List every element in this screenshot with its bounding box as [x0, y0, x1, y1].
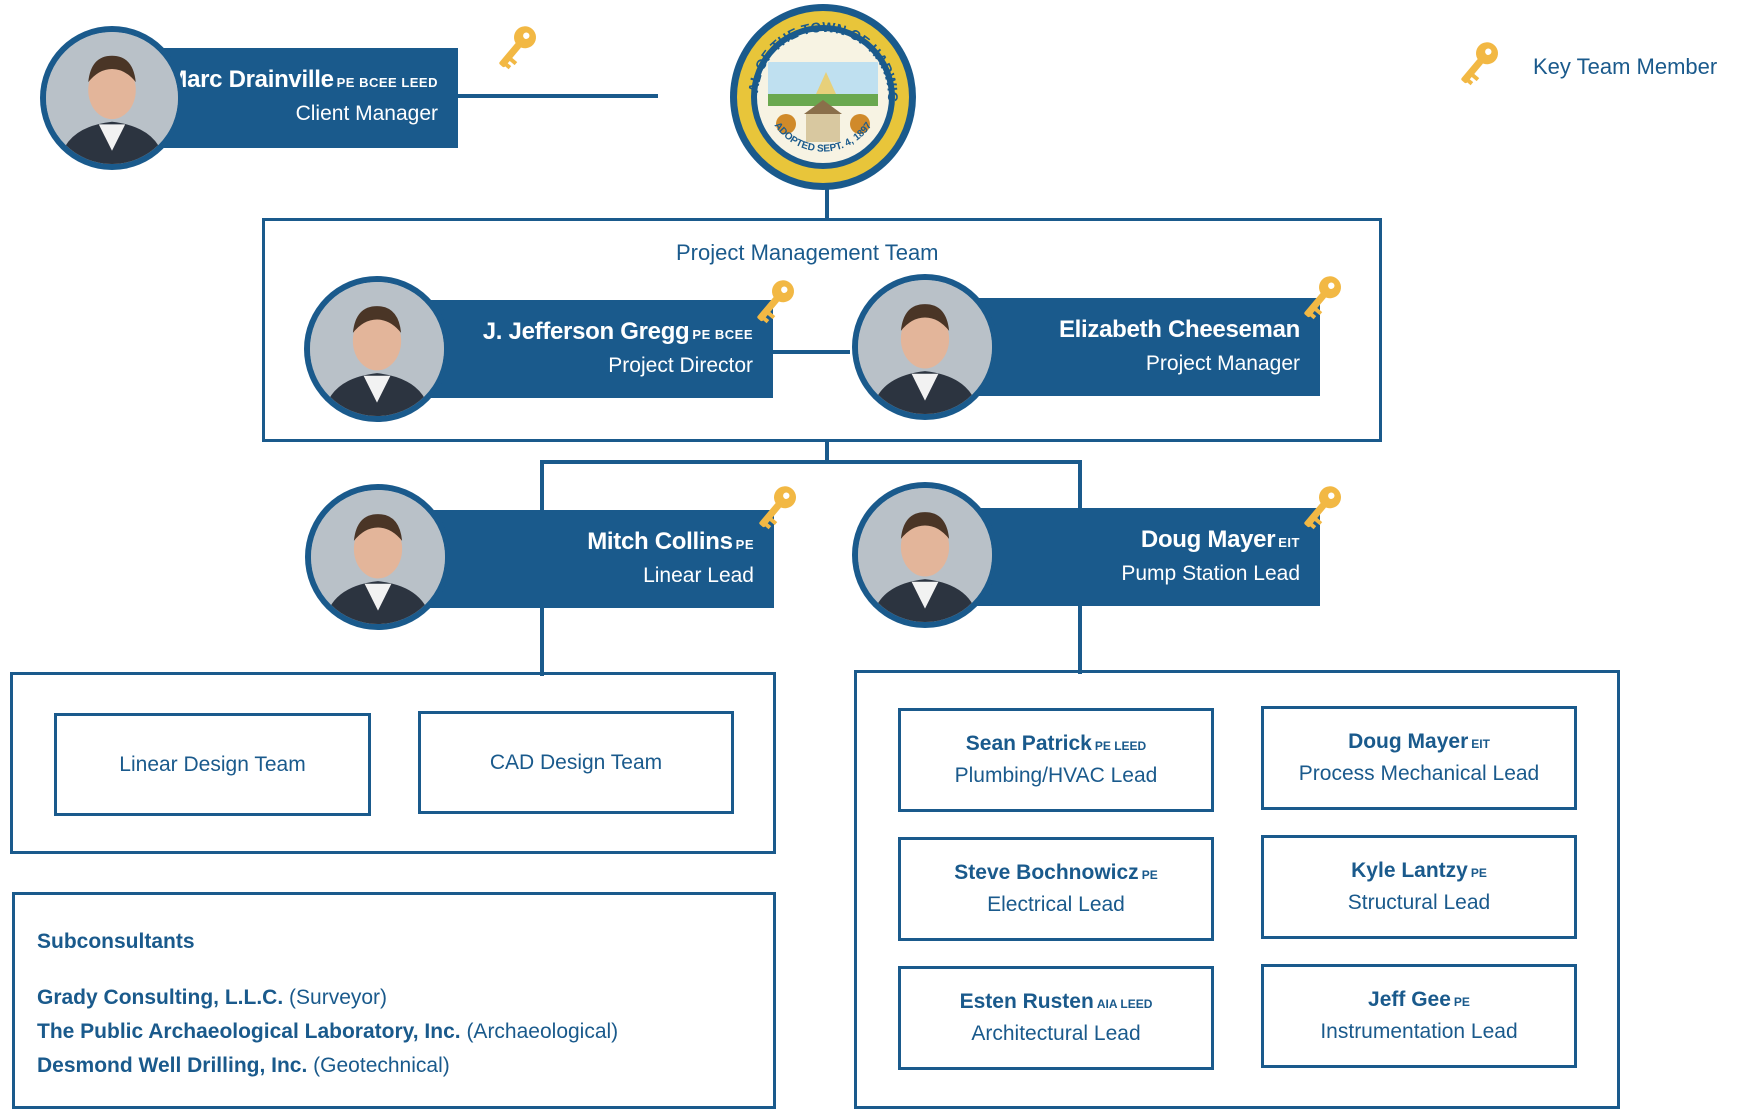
subconsultant-item: The Public Archaeological Laboratory, In…: [37, 1020, 618, 1044]
project-director-credentials: PE BCEE: [692, 327, 753, 342]
subconsultants-frame: [12, 892, 776, 1109]
subconsultant-item: Grady Consulting, L.L.C. (Surveyor): [37, 986, 387, 1010]
pm-team-label: Project Management Team: [676, 240, 939, 265]
connector-client-seal: [458, 94, 658, 98]
project-manager-name: Elizabeth Cheeseman: [1058, 316, 1300, 343]
client-manager-role: Client Manager: [295, 102, 438, 125]
linear-lead-role: Linear Lead: [643, 564, 754, 587]
member-name: Jeff Gee: [1368, 988, 1451, 1011]
pump-lead-role: Pump Station Lead: [1121, 562, 1300, 585]
cad-design-team-label: CAD Design Team: [489, 750, 663, 774]
member-role: Plumbing/HVAC Lead: [954, 764, 1158, 787]
member-role: Structural Lead: [1347, 891, 1491, 914]
client-manager-credentials: PE BCEE LEED: [336, 75, 438, 90]
pm-team-frame: [262, 218, 1382, 442]
subconsultant-firm: Grady Consulting, L.L.C.: [37, 986, 284, 1009]
pump-lead-key-icon: [1293, 480, 1349, 536]
project-manager-avatar: [852, 274, 998, 420]
subconsultant-item: Desmond Well Drilling, Inc. (Geotechnica…: [37, 1054, 450, 1078]
connector-pm-leads: [825, 440, 829, 462]
project-manager-key-icon: [1293, 270, 1349, 326]
member-role: Process Mechanical Lead: [1298, 762, 1540, 785]
linear-lead-key-icon: [748, 480, 804, 536]
member-name: Kyle Lantzy: [1351, 859, 1468, 882]
project-director-role: Project Director: [608, 354, 753, 377]
linear-lead-name: Mitch Collins: [587, 528, 733, 555]
member-name: Sean Patrick: [965, 732, 1092, 755]
subconsultant-discipline: (Surveyor): [289, 986, 388, 1009]
subconsultant-discipline: (Geotechnical): [313, 1054, 450, 1077]
member-credentials: PE LEED: [1094, 739, 1147, 753]
client-manager-name: Marc Drainville: [167, 66, 334, 93]
legend-key-icon: [1450, 36, 1506, 92]
cad-design-team-box: CAD Design Team: [418, 711, 734, 814]
subconsultant-discipline: (Archaeological): [466, 1020, 619, 1043]
pump-team-frame: [854, 670, 1620, 1109]
linear-design-team-box: Linear Design Team: [54, 713, 371, 816]
project-director-key-icon: [746, 274, 802, 330]
project-director-name: J. Jefferson Gregg: [482, 318, 690, 345]
linear-teams-frame: [10, 672, 776, 854]
member-credentials: PE: [1470, 866, 1487, 880]
connector-leads-horizontal: [540, 460, 1080, 464]
member-name: Esten Rusten: [959, 990, 1094, 1013]
linear-design-team-label: Linear Design Team: [119, 752, 306, 776]
project-manager-role: Project Manager: [1145, 352, 1300, 375]
subconsultants-title: Subconsultants: [37, 930, 195, 953]
linear-lead-credentials: PE: [735, 537, 754, 552]
connector-to-pump: [1078, 460, 1082, 510]
member-credentials: PE: [1453, 995, 1470, 1009]
pump-lead-credentials: EIT: [1278, 535, 1300, 550]
member-name: Doug Mayer: [1348, 730, 1469, 753]
project-manager-card: Elizabeth Cheeseman Project Manager: [975, 298, 1320, 396]
project-director-avatar: [304, 276, 450, 422]
connector-seal-pm: [825, 188, 829, 220]
client-manager-key-icon: [488, 20, 544, 76]
member-credentials: EIT: [1471, 737, 1490, 751]
town-seal: SEAL OF THE TOWN OF HARWICH ADOPTED SEPT…: [723, 0, 918, 192]
member-role: Electrical Lead: [987, 893, 1125, 916]
member-name: Steve Bochnowicz: [954, 861, 1139, 884]
connector-linear-teams: [540, 606, 544, 676]
pump-lead-name: Doug Mayer: [1140, 526, 1276, 553]
connector-director-manager: [770, 350, 850, 354]
client-manager-avatar: [40, 26, 184, 170]
subconsultant-firm: Desmond Well Drilling, Inc.: [37, 1054, 308, 1077]
member-role: Architectural Lead: [971, 1022, 1141, 1045]
connector-to-linear: [540, 460, 544, 510]
pump-lead-avatar: [852, 482, 998, 628]
subconsultant-firm: The Public Archaeological Laboratory, In…: [37, 1020, 461, 1043]
linear-lead-avatar: [305, 484, 451, 630]
member-credentials: AIA LEED: [1096, 997, 1153, 1011]
connector-pump-team: [1078, 606, 1082, 674]
member-role: Instrumentation Lead: [1320, 1020, 1518, 1043]
legend-label: Key Team Member: [1533, 54, 1718, 79]
member-credentials: PE: [1141, 868, 1158, 882]
